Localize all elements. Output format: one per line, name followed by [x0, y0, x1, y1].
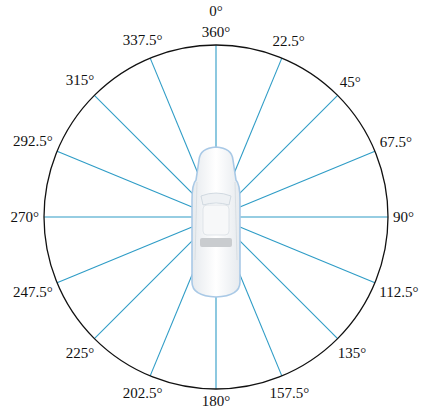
angle-label: 247.5°	[13, 285, 53, 300]
angle-label: 337.5°	[123, 33, 163, 48]
angle-label: 270°	[11, 210, 40, 225]
angle-spoke	[236, 216, 388, 217]
angle-label: 112.5°	[379, 285, 418, 300]
angle-label: 360°	[202, 25, 231, 40]
angle-label: 90°	[393, 210, 414, 225]
angle-label: 45°	[340, 75, 361, 90]
angle-label: 157.5°	[269, 386, 309, 401]
angle-label: 315°	[66, 73, 95, 88]
angle-spoke	[230, 95, 337, 202]
angle-spoke	[57, 151, 197, 209]
outer-circle	[44, 45, 388, 389]
angle-spoke	[234, 225, 374, 283]
angle-label: 135°	[338, 346, 367, 361]
angle-label: 292.5°	[13, 134, 53, 149]
angle-spoke	[234, 151, 374, 209]
angle-label: 22.5°	[273, 34, 305, 49]
car-illustration	[192, 147, 240, 297]
angle-spokes	[44, 45, 388, 389]
angle-spoke	[94, 231, 201, 338]
angle-label: 180°	[202, 394, 231, 409]
angle-spoke	[57, 225, 197, 283]
angle-spoke	[94, 95, 201, 202]
angle-spoke	[44, 216, 196, 217]
angle-label: 0°	[209, 4, 223, 19]
angle-spoke	[230, 231, 337, 338]
angle-label: 67.5°	[380, 135, 412, 150]
angle-label: 202.5°	[123, 386, 163, 401]
angle-label: 225°	[66, 346, 95, 361]
